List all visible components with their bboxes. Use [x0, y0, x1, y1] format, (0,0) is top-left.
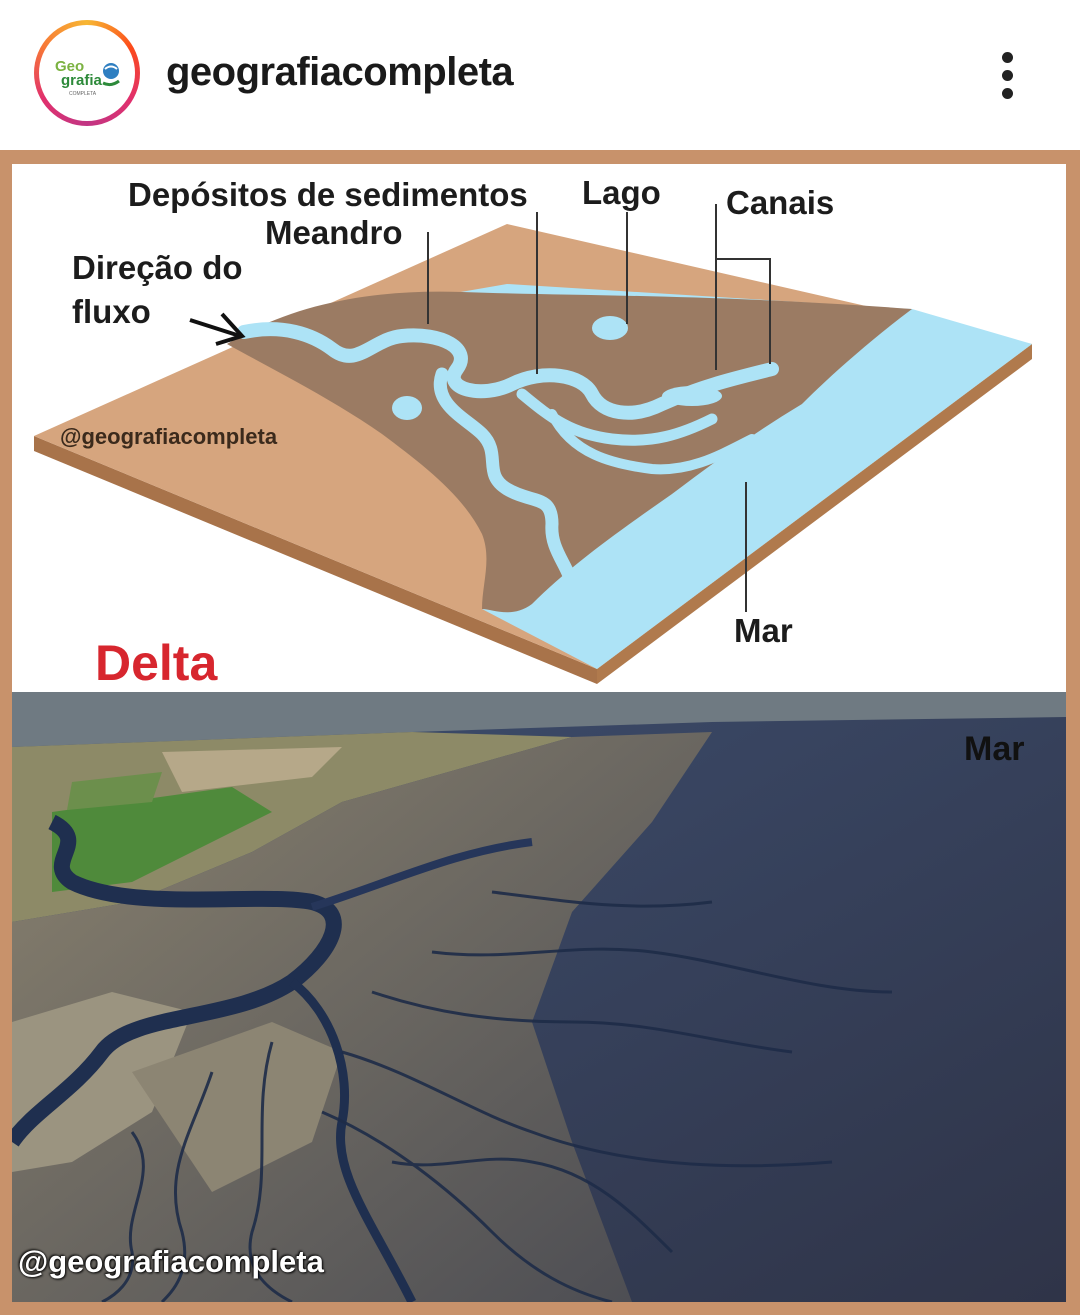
photo-watermark: @geografiacompleta [18, 1244, 324, 1279]
label-mar-diagram: Mar [734, 612, 793, 649]
post-header: Geo grafia COMPLETA geografiacompleta [0, 0, 1080, 150]
farm-fields [52, 787, 272, 892]
distributary-channels [101, 890, 893, 1302]
label-lago: Lago [582, 174, 661, 211]
geografia-logo-icon: Geo grafia COMPLETA [55, 58, 120, 97]
lake [592, 316, 628, 340]
label-direcao: Direção do fluxo [72, 246, 243, 334]
svg-text:grafia: grafia [61, 72, 103, 89]
diagram-title: Delta [95, 635, 218, 691]
post-image: Depósitos de sedimentos Lago Canais Mean… [12, 164, 1066, 1302]
flow-arrow-icon [189, 312, 246, 346]
label-depositos: Depósitos de sedimentos [128, 176, 528, 213]
meandering-channel [237, 322, 779, 420]
avatar-image: Geo grafia COMPLETA [39, 25, 135, 121]
label-mar-photo: Mar [964, 730, 1025, 768]
svg-text:COMPLETA: COMPLETA [69, 91, 97, 97]
post-image-frame: Depósitos de sedimentos Lago Canais Mean… [0, 150, 1080, 1315]
diagram-watermark: @geografiacompleta [60, 424, 278, 449]
svg-text:Geo: Geo [55, 58, 84, 75]
more-options-icon[interactable] [990, 48, 1026, 104]
label-direcao-line1: Direção do [72, 249, 243, 286]
label-meandro: Meandro [265, 214, 403, 251]
river-channel [12, 814, 342, 1147]
username[interactable]: geografiacompleta [166, 50, 514, 94]
aerial-delta-photo [12, 692, 1066, 1302]
label-direcao-line2: fluxo [72, 293, 151, 330]
avatar[interactable]: Geo grafia COMPLETA [34, 20, 140, 126]
delta-diagram [34, 204, 1032, 684]
label-canais: Canais [726, 184, 835, 221]
